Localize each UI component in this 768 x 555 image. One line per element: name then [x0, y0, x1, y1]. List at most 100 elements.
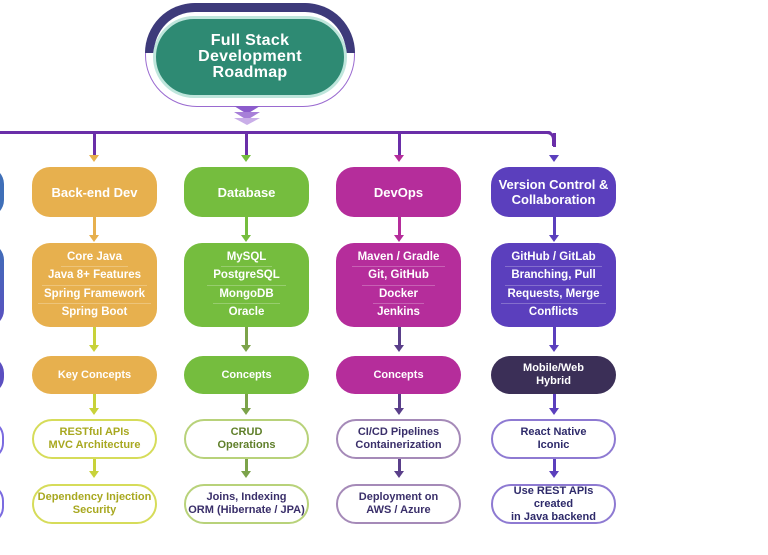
- connector-line: [93, 394, 96, 410]
- outcome-line: Deployment on: [358, 491, 439, 503]
- title-line: Development: [198, 48, 302, 65]
- partial-list-box: [0, 243, 4, 327]
- connector-line: [398, 459, 401, 473]
- outcome-line: React Native: [520, 426, 587, 438]
- arrow-down-icon: [241, 471, 251, 478]
- chevron-down-icon: [234, 112, 260, 120]
- connector-line: [553, 217, 556, 237]
- outcome-line: in Java backend: [511, 510, 596, 523]
- arrow-down-icon: [89, 345, 99, 352]
- topic-item: Branching, Pull: [505, 267, 602, 286]
- outcome-line: Joins, Indexing: [206, 491, 287, 503]
- topic-item: Requests, Merge: [501, 286, 606, 304]
- main-connector-line: [0, 131, 552, 134]
- connector-line: [553, 327, 556, 347]
- topic-item: MySQL: [220, 249, 273, 267]
- outcome-line: Operations: [217, 439, 276, 451]
- heading-line: Version Control &: [498, 177, 609, 192]
- backend-concept-box[interactable]: Key Concepts: [32, 356, 157, 394]
- connector-drop: [398, 133, 401, 157]
- heading-label: DevOps: [373, 184, 424, 200]
- connector-drop: [245, 133, 248, 157]
- connector-line: [245, 217, 248, 237]
- arrow-down-icon: [241, 235, 251, 242]
- concept-line: Mobile/Web: [523, 362, 584, 374]
- outcome-line: Iconic: [537, 439, 570, 451]
- chevron-down-icon: [234, 106, 260, 114]
- topic-item: Git, GitHub: [362, 267, 435, 286]
- topic-item: Core Java: [61, 249, 128, 267]
- outcome-line: Use REST APIs created: [513, 484, 594, 510]
- arrow-down-icon: [241, 155, 251, 162]
- concept-label: Concepts: [373, 368, 424, 381]
- connector-line: [245, 394, 248, 410]
- arrow-down-icon: [394, 155, 404, 162]
- outcome-line: MVC Architecture: [48, 439, 141, 451]
- outcome-line: Containerization: [355, 439, 442, 451]
- connector-line: [398, 394, 401, 410]
- heading-label: Database: [217, 184, 276, 200]
- connector-line: [398, 217, 401, 237]
- connector-line: [553, 394, 556, 410]
- outcome-line: ORM (Hibernate / JPA): [188, 504, 305, 516]
- connector-line: [93, 327, 96, 347]
- arrow-down-icon: [549, 408, 559, 415]
- topic-item: GitHub / GitLab: [505, 249, 602, 267]
- arrow-down-icon: [394, 408, 404, 415]
- topic-item: MongoDB: [213, 286, 280, 304]
- partial-concept-box: [0, 356, 4, 394]
- devops-concept-box[interactable]: Concepts: [336, 356, 461, 394]
- arrow-down-icon: [89, 155, 99, 162]
- outcome-line: AWS / Azure: [366, 504, 431, 516]
- concept-line: Hybrid: [536, 375, 571, 387]
- arrow-down-icon: [549, 345, 559, 352]
- outcome-line: CI/CD Pipelines: [357, 426, 440, 438]
- topic-item: PostgreSQL: [207, 267, 286, 286]
- concept-label: Concepts: [221, 368, 272, 381]
- arrow-down-icon: [549, 471, 559, 478]
- arrow-down-icon: [549, 235, 559, 242]
- connector-drop: [553, 133, 556, 147]
- devops-heading-box[interactable]: DevOps: [336, 167, 461, 217]
- connector-line: [553, 459, 556, 473]
- partial-head-box: [0, 167, 4, 217]
- topic-item: Spring Framework: [38, 286, 151, 304]
- topic-item: Docker: [373, 286, 424, 304]
- outcome-line: Security: [72, 504, 117, 516]
- arrow-down-icon: [394, 471, 404, 478]
- arrow-down-icon: [394, 235, 404, 242]
- connector-line: [398, 327, 401, 347]
- connector-drop: [93, 133, 96, 157]
- backend-heading-box[interactable]: Back-end Dev: [32, 167, 157, 217]
- connector-line: [93, 217, 96, 237]
- outcome-line: Dependency Injection: [37, 491, 152, 503]
- page-title: Full Stack Development Roadmap: [153, 16, 347, 98]
- outcome-line: CRUD: [230, 426, 263, 438]
- heading-label: Back-end Dev: [51, 184, 138, 200]
- partial-output-box: [0, 484, 4, 524]
- database-concept-box[interactable]: Concepts: [184, 356, 309, 394]
- arrow-down-icon: [89, 408, 99, 415]
- topic-item: Jenkins: [377, 306, 420, 318]
- topic-item: Oracle: [228, 306, 265, 318]
- heading-line: Collaboration: [511, 192, 596, 207]
- outcome-line: RESTful APIs: [59, 426, 130, 438]
- version-control-heading-box[interactable]: Version Control &Collaboration: [491, 167, 616, 217]
- database-heading-box[interactable]: Database: [184, 167, 309, 217]
- concept-label: Key Concepts: [57, 368, 132, 381]
- connector-line: [245, 459, 248, 473]
- arrow-down-icon: [241, 345, 251, 352]
